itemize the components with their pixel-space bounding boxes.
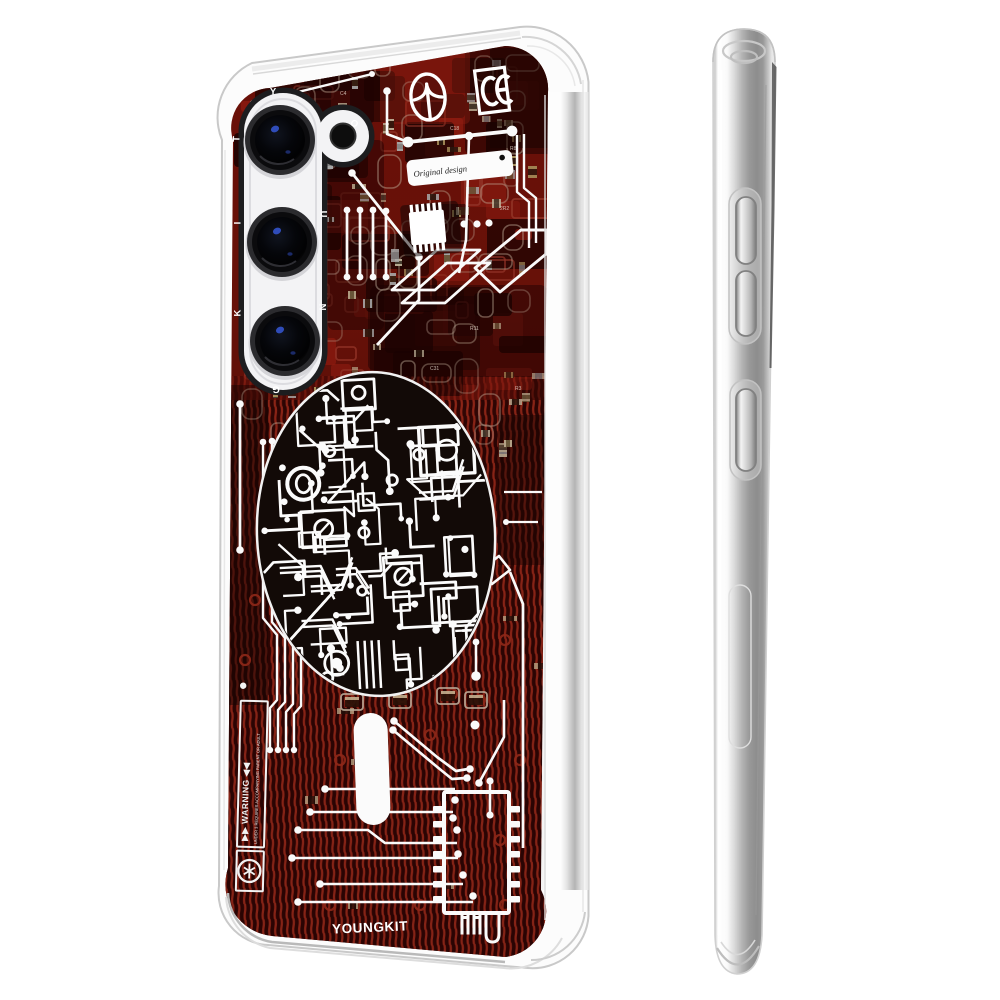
svg-text:Y: Y xyxy=(270,87,277,98)
svg-text:R8: R8 xyxy=(510,146,517,152)
svg-text:C4: C4 xyxy=(340,91,347,97)
svg-text:K: K xyxy=(233,309,244,316)
svg-text:UNDER 3 REQUIRES ACCOMPANYING: UNDER 3 REQUIRES ACCOMPANYING PARENT OR … xyxy=(253,733,261,844)
svg-text:YOUNGKIT: YOUNGKIT xyxy=(332,918,409,936)
svg-text:▶▶ WARNING ◀◀: ▶▶ WARNING ◀◀ xyxy=(239,761,251,842)
svg-text:U: U xyxy=(318,211,329,218)
svg-text:T: T xyxy=(231,136,242,142)
svg-text:R11: R11 xyxy=(470,326,479,332)
svg-text:N: N xyxy=(317,304,328,311)
svg-text:R3: R3 xyxy=(515,386,522,392)
svg-text:G: G xyxy=(272,383,280,394)
svg-text:C31: C31 xyxy=(430,366,439,372)
svg-text:I: I xyxy=(233,222,244,225)
svg-text:C18: C18 xyxy=(450,126,459,132)
svg-text:2R2: 2R2 xyxy=(500,206,509,212)
